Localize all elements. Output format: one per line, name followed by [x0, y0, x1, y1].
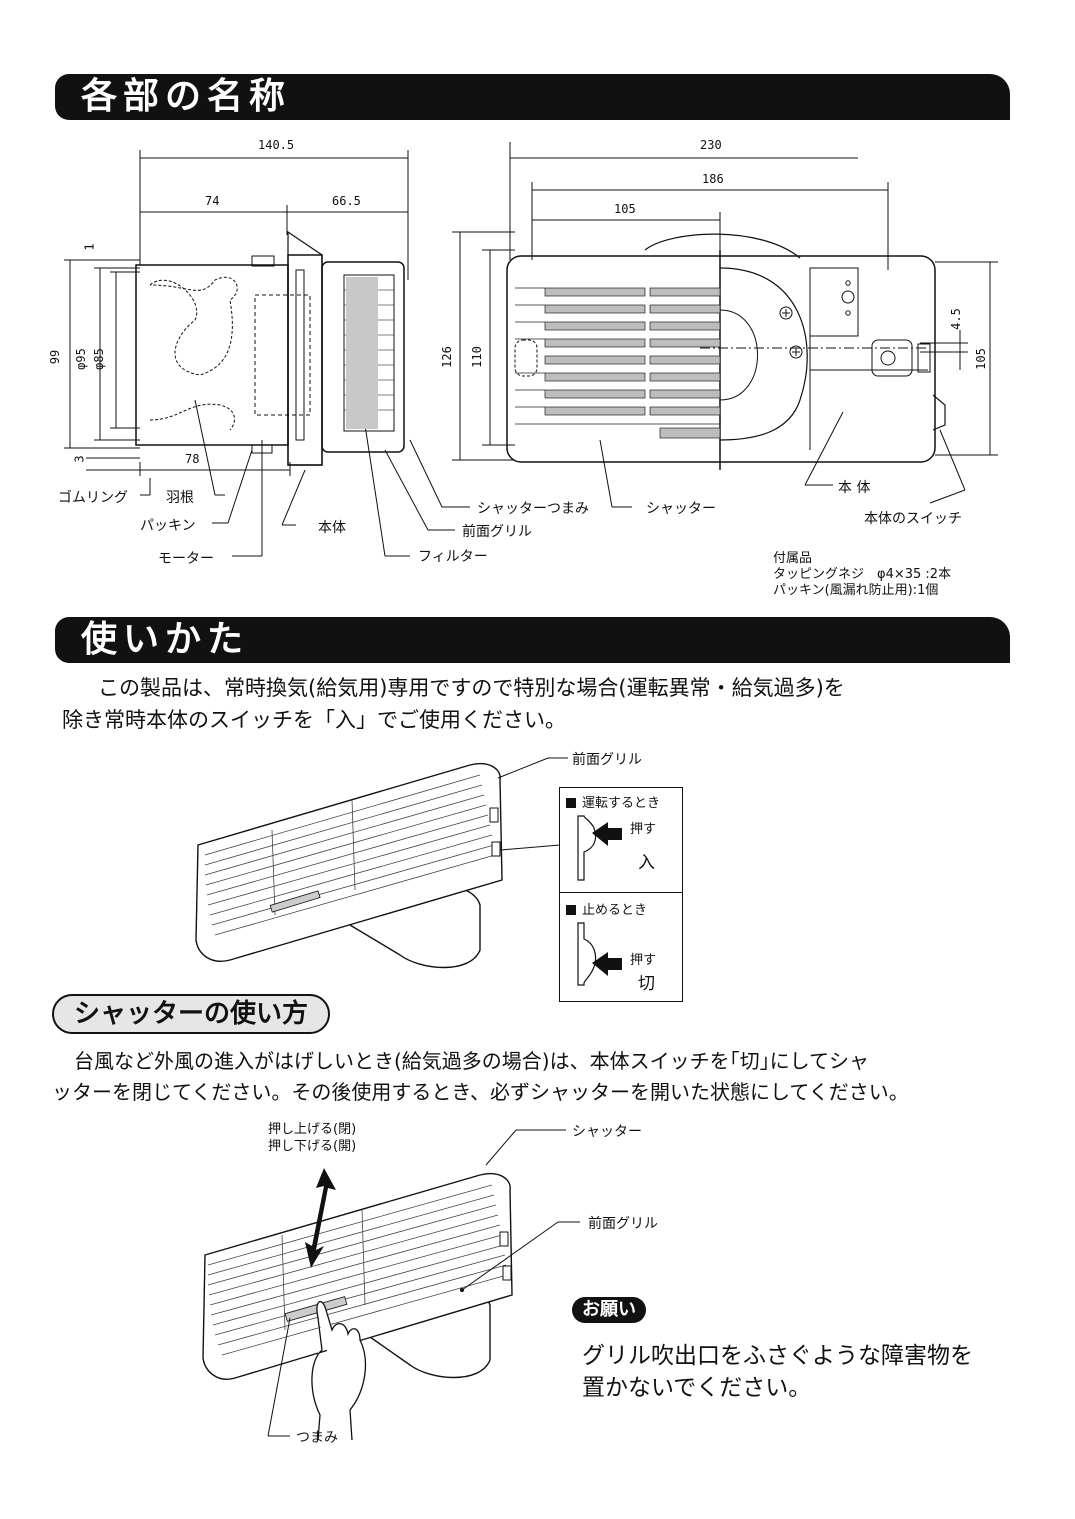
shutter-paragraph-line1: 台風など外風の進入がはげしいとき(給気過多の場合)は、本体スイッチを｢切｣にして…	[74, 1049, 870, 1073]
dim-140-5: 140.5	[258, 138, 295, 152]
run-push-label: 押す	[630, 822, 657, 837]
shutter-usage-title: シャッターの使い方	[52, 994, 331, 1034]
usage-paragraph-line2: 除き常時本体のスイッチを「入」でご使用ください。	[62, 708, 566, 732]
stop-state-off: 切	[638, 974, 655, 994]
stop-box-title: 止めるとき	[582, 903, 648, 918]
label-front-grill-side: 前面グリル	[462, 524, 532, 540]
dim-74: 74	[205, 194, 220, 208]
switch-push-bottom-icon	[577, 922, 622, 986]
label-filter: フィルター	[418, 549, 488, 565]
run-box-title: 運転するとき	[582, 796, 661, 811]
label-hontai-side: 本体	[318, 520, 346, 536]
label-knob: つまみ	[296, 1430, 338, 1446]
dim-186: 186	[702, 172, 724, 186]
shutter-paragraph-line2: ッターを閉じてください。その後使用するとき、必ずシャッターを開いた状態にしてくだ…	[52, 1080, 909, 1104]
section-header-parts: 各部の名称	[55, 74, 1010, 120]
label-gomu-ring: ゴムリング	[58, 490, 128, 506]
section-header-usage: 使いかた	[55, 617, 1010, 663]
label-front-grill-usage: 前面グリル	[572, 752, 642, 768]
push-direction-labels: 押し上げる(閉) 押し下げる(開)	[268, 1121, 356, 1155]
label-shutter-front: シャッター	[646, 501, 716, 517]
dim-105-top: 105	[614, 202, 636, 216]
push-up-label: 押し上げる(閉)	[268, 1122, 357, 1137]
label-hontai-front: 本 体	[838, 480, 871, 496]
request-line2: 置かないでください。	[582, 1375, 812, 1401]
stop-instruction-box: 止めるとき 押す 切	[559, 892, 683, 1002]
dim-78: 78	[185, 452, 200, 466]
label-front-grill-shutter: 前面グリル	[588, 1216, 658, 1232]
request-line1: グリル吹出口をふさぐような障害物を	[582, 1343, 973, 1369]
section-title: 使いかた	[81, 619, 250, 660]
label-shutter-usage: シャッター	[572, 1124, 642, 1140]
usage-paragraph-line1: この製品は、常時換気(給気用)専用ですので特別な場合(運転異常・給気過多)を	[98, 676, 845, 700]
dim-66-5: 66.5	[332, 194, 361, 208]
section-title: 各部の名称	[81, 76, 292, 117]
bullet-square-icon	[566, 905, 576, 915]
stop-push-label: 押す	[630, 953, 657, 968]
accessories-title: 付属品	[773, 551, 813, 566]
run-instruction-box: 運転するとき 押す 入	[559, 787, 683, 894]
label-motor: モーター	[158, 551, 214, 567]
accessories-packing: パッキン(風漏れ防止用):1個	[773, 583, 939, 598]
run-state-on: 入	[638, 853, 655, 873]
label-body-switch: 本体のスイッチ	[864, 511, 962, 527]
label-packing: パッキン	[140, 518, 196, 534]
accessories-screws: タッピングネジ φ4×35 :2本	[773, 567, 952, 582]
bullet-square-icon	[566, 798, 576, 808]
dim-230: 230	[700, 138, 722, 152]
accessories-block: 付属品 タッピングネジ φ4×35 :2本 パッキン(風漏れ防止用):1個	[773, 551, 951, 599]
switch-push-top-icon	[577, 815, 622, 881]
label-hane: 羽根	[166, 490, 194, 506]
push-down-label: 押し下げる(開)	[268, 1139, 357, 1154]
label-shutter-knob: シャッターつまみ	[477, 501, 589, 517]
request-badge: お願い	[572, 1297, 646, 1323]
